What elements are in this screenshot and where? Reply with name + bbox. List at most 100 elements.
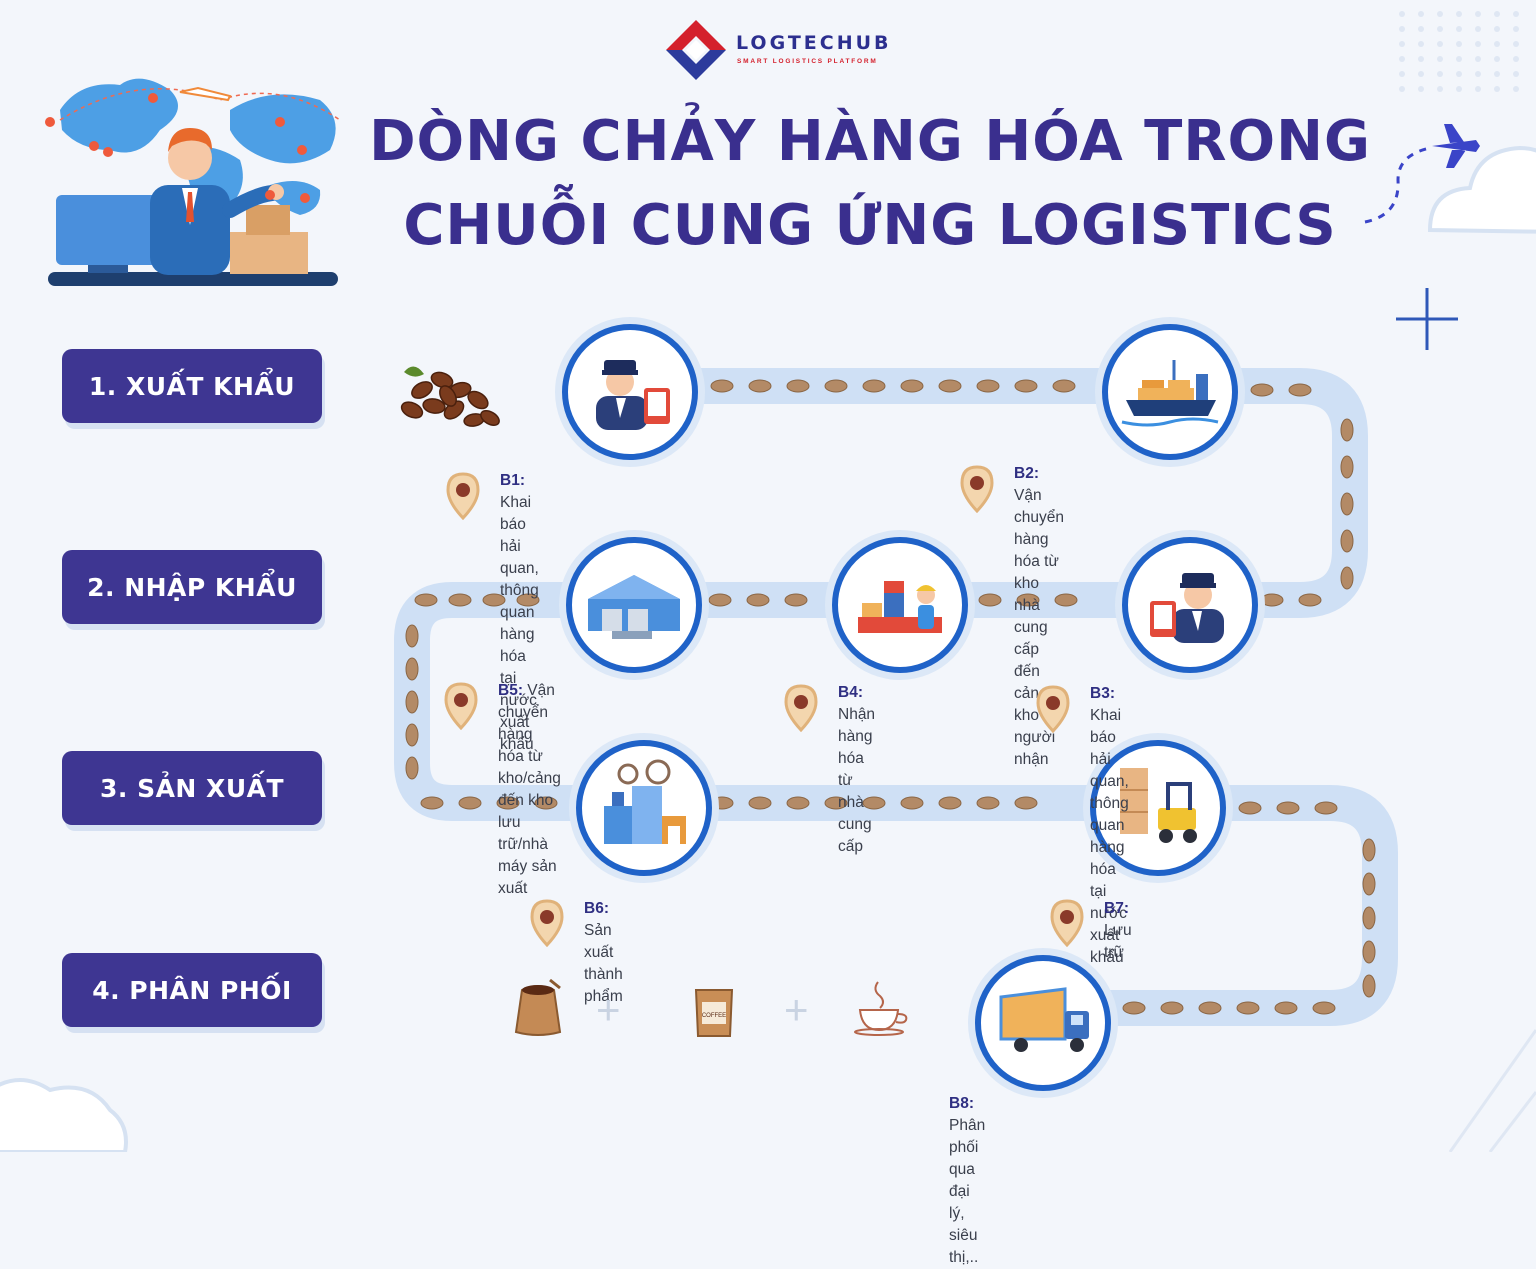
coffee-bean-dot	[405, 657, 419, 681]
step-b5-warehouse-icon	[566, 537, 702, 673]
coffee-bean-dot	[1340, 418, 1354, 442]
grid-dot	[1437, 11, 1443, 17]
step-b3-customs-officer-icon	[1122, 537, 1258, 673]
coffee-bean-dot	[1014, 796, 1038, 810]
location-pin-icon	[444, 682, 478, 730]
grid-dot	[1494, 41, 1500, 47]
logtechub-logo-icon	[666, 20, 726, 80]
step-b2-line2: cung cấp đến cảng/ kho người nhận	[1014, 619, 1056, 768]
coffee-bag-label: COFFEE	[702, 1013, 726, 1019]
coffee-bean-dot	[482, 593, 506, 607]
coffee-bean-dot	[938, 379, 962, 393]
coffee-bean-dot	[1362, 940, 1376, 964]
coffee-bean-dot	[1340, 455, 1354, 479]
coffee-sack-icon	[514, 978, 562, 1036]
grid-dot	[1494, 56, 1500, 62]
step-b8-line1: Phân phối qua đại lý, siêu thị,..	[949, 1117, 986, 1266]
coffee-bean-dot	[1288, 383, 1312, 397]
step-b1-line1: Khai báo hải quan, thông quan	[500, 494, 539, 621]
coffee-bean-dot	[784, 593, 808, 607]
plus-separator-icon: +	[596, 986, 621, 1033]
location-pin-icon	[1050, 899, 1084, 947]
stage-export: 1. XUẤT KHẨU	[62, 349, 322, 423]
coffee-bean-dot	[448, 593, 472, 607]
grid-dot	[1418, 11, 1424, 17]
coffee-bean-dot	[1362, 872, 1376, 896]
coffee-bean-dot	[1314, 801, 1338, 815]
coffee-bean-dot	[1238, 801, 1262, 815]
coffee-bean-dot	[862, 796, 886, 810]
grid-dot	[1513, 41, 1519, 47]
coffee-bean-dots	[405, 379, 1376, 1015]
grid-dot	[1418, 26, 1424, 32]
grid-dot	[1513, 26, 1519, 32]
coffee-bean-dot	[1260, 593, 1284, 607]
coffee-bean-dot	[405, 690, 419, 714]
grid-dot	[1494, 71, 1500, 77]
page-title: DÒNG CHẢY HÀNG HÓA TRONG CHUỖI CUNG ỨNG …	[330, 100, 1410, 268]
grid-dot	[1456, 56, 1462, 62]
diagonal-lines-2	[1488, 1091, 1536, 1152]
step-b1-customs-officer-icon	[562, 324, 698, 460]
coffee-bean-dot	[710, 796, 734, 810]
grid-dot	[1399, 11, 1405, 17]
coffee-bean-dot	[976, 796, 1000, 810]
step-b8-delivery-truck-icon	[975, 955, 1111, 1091]
step-b6-line1: Sản xuất thành phẩm	[584, 922, 623, 1005]
step-b3-line1: Khai báo hải quan, thông quan	[1090, 707, 1129, 834]
coffee-bean-dot	[405, 624, 419, 648]
location-pin-icon	[784, 684, 818, 732]
grid-dot	[1437, 56, 1443, 62]
coffee-bean-dot	[1236, 1001, 1260, 1015]
coffee-bean-dot	[1014, 379, 1038, 393]
coffee-bean-dot	[1274, 1001, 1298, 1015]
step-b4-line1: Nhận hàng hóa từ	[838, 706, 876, 789]
step-b3-line2: hàng hóa tại nước xuất khẩu	[1090, 839, 1127, 966]
coffee-bean-dot	[1198, 1001, 1222, 1015]
plus-separator-icon: +	[784, 986, 809, 1033]
step-b8-code: B8:	[949, 1095, 974, 1112]
coffee-bean-dot	[976, 379, 1000, 393]
step-b1-code: B1:	[500, 472, 525, 489]
grid-dot	[1475, 71, 1481, 77]
coffee-bean-dot	[786, 796, 810, 810]
dot-grid	[1399, 11, 1519, 92]
coffee-bean-dot	[1362, 838, 1376, 862]
diagonal-lines	[1448, 1029, 1536, 1152]
coffee-bean-dot	[746, 593, 770, 607]
grid-dot	[1494, 86, 1500, 92]
grid-dot	[1513, 71, 1519, 77]
grid-dot	[1513, 11, 1519, 17]
title-line-2: CHUỖI CUNG ỨNG LOGISTICS	[403, 193, 1337, 258]
coffee-bean-dot	[938, 796, 962, 810]
coffee-bean-dot	[862, 379, 886, 393]
grid-dot	[1399, 86, 1405, 92]
coffee-bean-dot	[824, 379, 848, 393]
grid-dot	[1399, 41, 1405, 47]
cloud-top-right	[1427, 145, 1536, 234]
coffee-bean-dot	[534, 796, 558, 810]
brand-tagline: SMART LOGISTICS PLATFORM	[737, 58, 878, 65]
coffee-bean-dot	[748, 379, 772, 393]
location-pin-icon	[960, 465, 994, 513]
stage-distribution: 4. PHÂN PHỐI	[62, 953, 322, 1027]
grid-dot	[1437, 86, 1443, 92]
title-line-1: DÒNG CHẢY HÀNG HÓA TRONG	[369, 109, 1371, 174]
coffee-bean-dot	[496, 796, 520, 810]
coffee-bean-dot	[516, 593, 540, 607]
airplane-icon	[1432, 124, 1480, 168]
plus-decor-icon	[1396, 288, 1458, 350]
grid-dot	[1399, 71, 1405, 77]
coffee-bean-dot	[1298, 593, 1322, 607]
world-map-illustration	[45, 78, 341, 286]
coffee-bean-dot	[1160, 1001, 1184, 1015]
coffee-bean-dot	[1362, 974, 1376, 998]
brand-logo: LOGTECHUB SMART LOGISTICS PLATFORM	[664, 18, 894, 84]
coffee-bean-dot	[458, 796, 482, 810]
coffee-bean-dot	[1362, 906, 1376, 930]
grid-dot	[1399, 26, 1405, 32]
step-b2-line1: Vận chuyển hàng hóa từ kho nhà	[1014, 487, 1064, 614]
grid-dot	[1475, 41, 1481, 47]
stage-production: 3. SẢN XUẤT	[62, 751, 322, 825]
step-b7-line1: Lưu trữ	[1104, 922, 1132, 961]
